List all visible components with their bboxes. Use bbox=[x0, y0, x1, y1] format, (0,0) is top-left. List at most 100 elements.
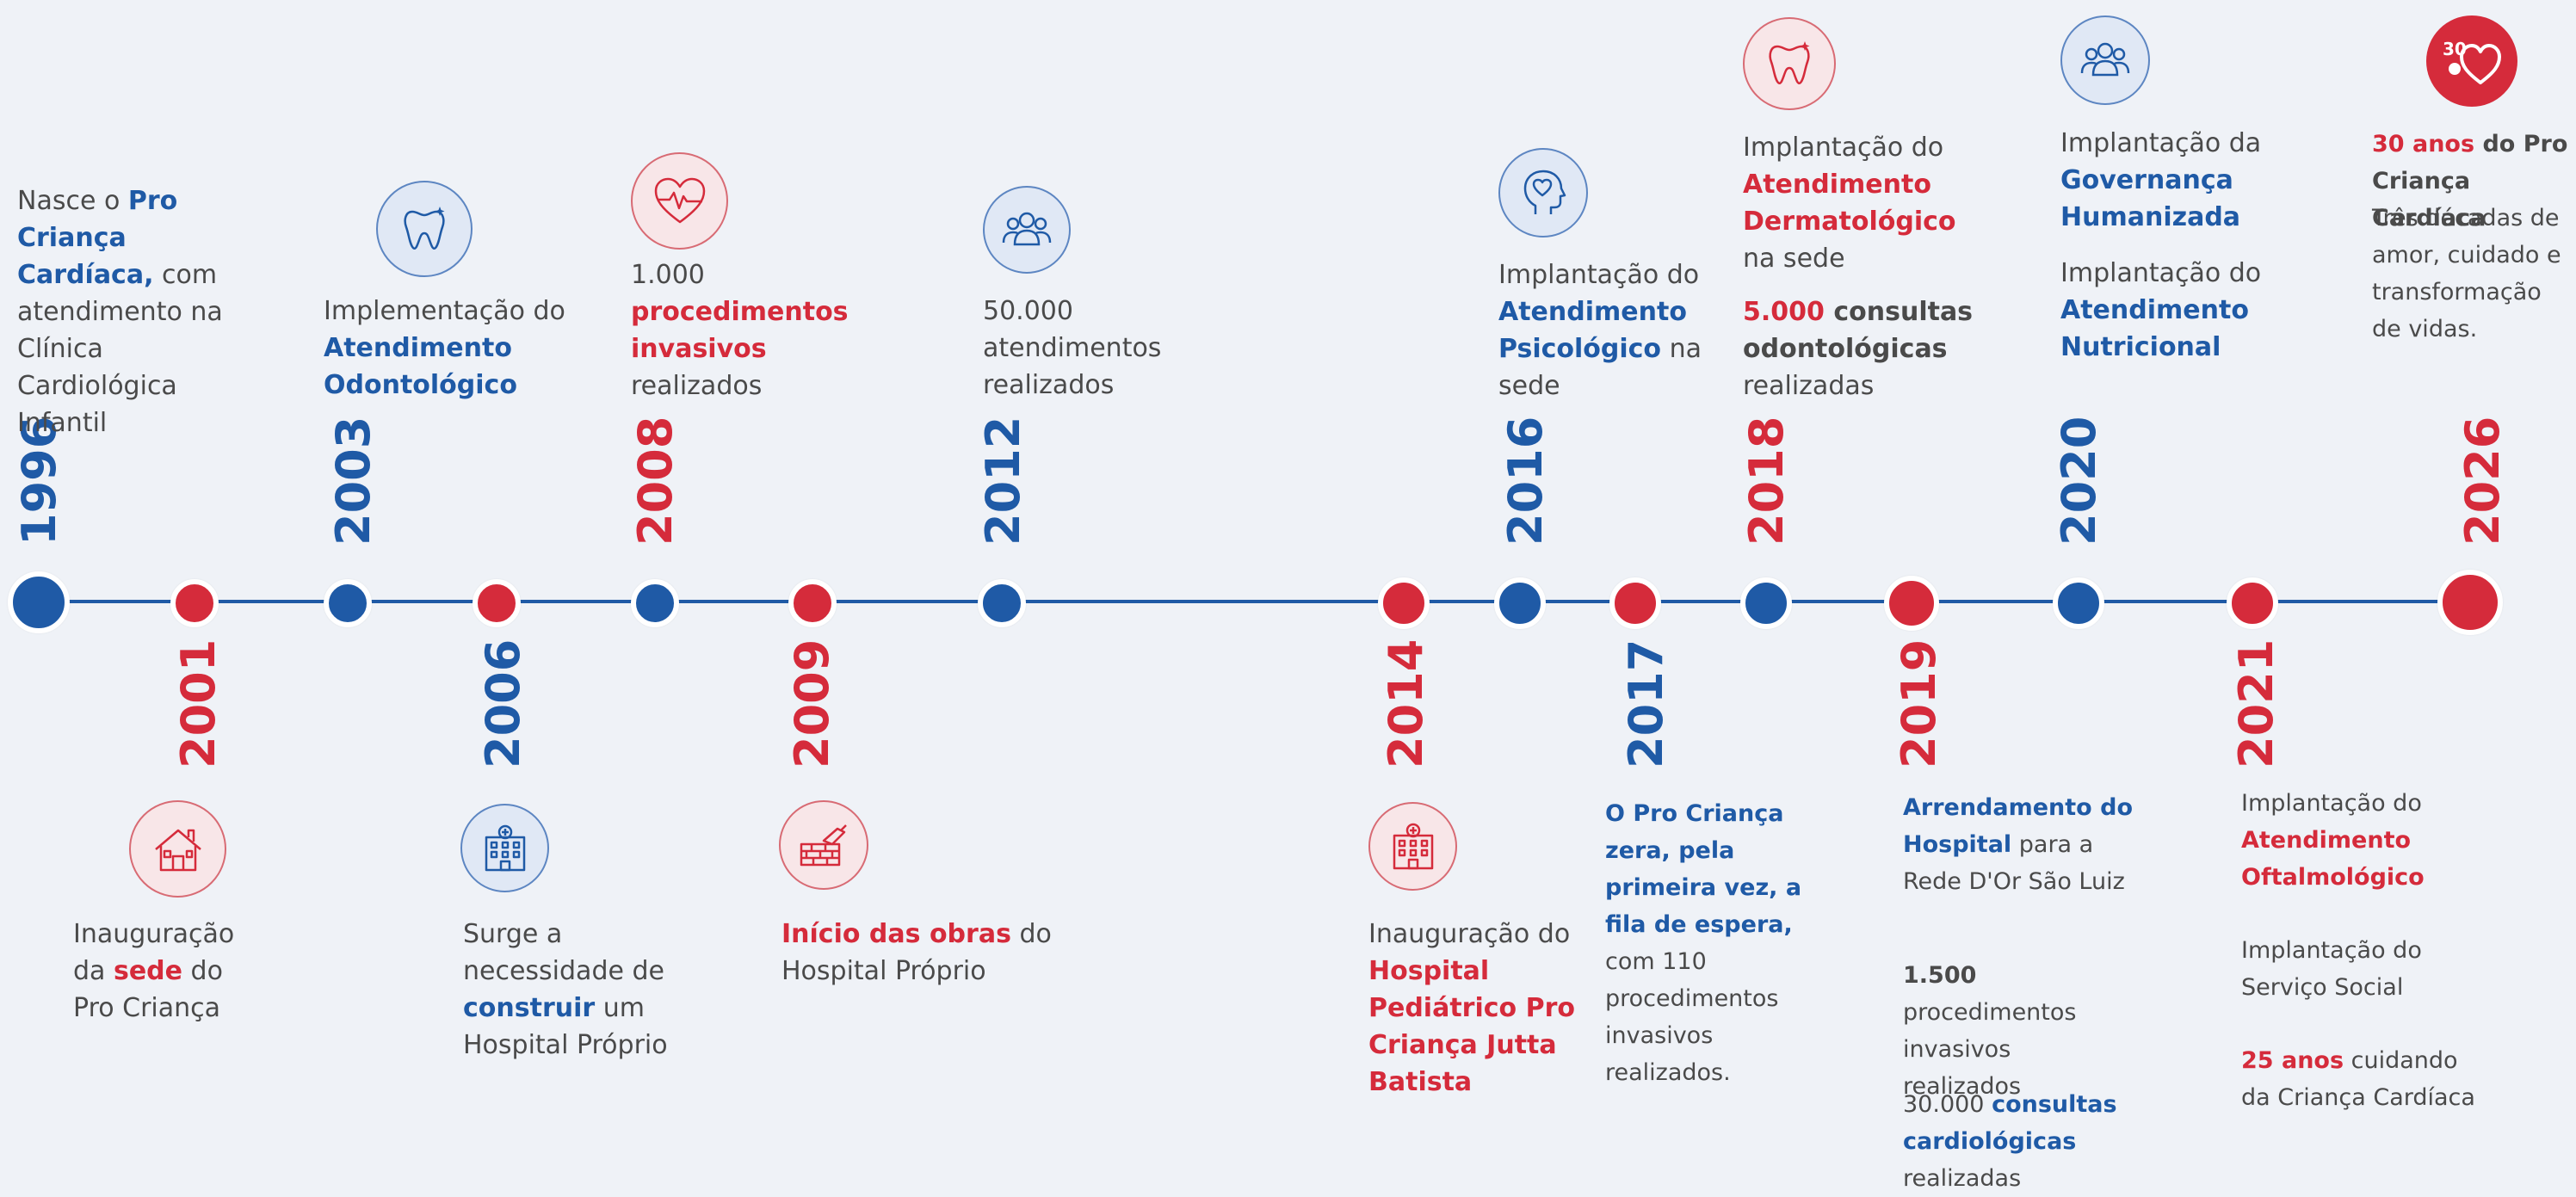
text-segment: com 110 procedimentos invasivos realizad… bbox=[1605, 948, 1779, 1086]
text-segment: do Hospital Próprio bbox=[781, 919, 1052, 986]
text-segment: 50.000 atendimentos realizados bbox=[983, 296, 1162, 400]
text-segment: Atendimento Psicológico bbox=[1498, 297, 1687, 364]
year-label-2009: 2009 bbox=[785, 639, 839, 768]
timeline-dot-2020 bbox=[2053, 577, 2104, 629]
hospital-building-icon bbox=[460, 804, 549, 892]
event-text-2019-b: 1.500 procedimentos invasivos realizados bbox=[1903, 957, 2135, 1105]
event-text-2018: Implantação do Atendimento Dermatológico… bbox=[1743, 129, 1992, 277]
event-text-2012: 50.000 atendimentos realizados bbox=[983, 293, 1198, 404]
timeline-dot-2012 bbox=[978, 579, 1026, 627]
year-label-2016: 2016 bbox=[1498, 416, 1553, 546]
text-segment: realizadas bbox=[1743, 371, 1875, 401]
text-segment: realizados bbox=[631, 371, 763, 401]
text-segment: Implantação da bbox=[2060, 128, 2262, 158]
event-text-2008: 1.000 procedimentos invasivos realizados bbox=[631, 256, 855, 404]
timeline-dot-2009 bbox=[788, 579, 837, 627]
event-text-2021: Implantação do Atendimento Oftalmológico bbox=[2241, 785, 2482, 896]
anniversary-logo-icon: 30 bbox=[2426, 15, 2517, 107]
event-text-2016: Implantação do Atendimento Psicológico n… bbox=[1498, 256, 1722, 404]
year-label-2020: 2020 bbox=[2052, 416, 2106, 546]
text-segment: Nasce o bbox=[17, 186, 128, 216]
text-segment: Implantação do bbox=[1498, 260, 1700, 290]
timeline-dot-2026 bbox=[2437, 570, 2503, 635]
svg-text:30: 30 bbox=[2443, 39, 2467, 59]
text-segment: 5.000 bbox=[1743, 297, 1825, 327]
text-segment: um Hospital Próprio bbox=[463, 993, 668, 1060]
text-segment: consultas odontológicas bbox=[1743, 297, 1974, 364]
timeline-dot-2008 bbox=[631, 579, 679, 627]
head-heart-icon bbox=[1498, 148, 1588, 238]
text-segment: Implantação do bbox=[1743, 133, 1944, 163]
text-segment: Pro Criança Cardíaca, bbox=[17, 186, 178, 290]
event-text-2017: O Pro Criança zera, pela primeira vez, a… bbox=[1605, 795, 1838, 1091]
event-text-2026-b: Três décadas de amor, cuidado e transfor… bbox=[2372, 200, 2570, 348]
year-label-2026: 2026 bbox=[2456, 416, 2510, 546]
event-text-2014: Inauguração do Hospital Pediátrico Pro C… bbox=[1368, 916, 1575, 1101]
text-segment: Início das obras bbox=[781, 919, 1011, 949]
event-text-2019-c: 30.000 consultas cardiológicas realizada… bbox=[1903, 1086, 2135, 1197]
year-label-2003: 2003 bbox=[326, 416, 380, 546]
text-segment: Governança Humanizada bbox=[2060, 165, 2241, 232]
brick-trowel-icon bbox=[779, 800, 868, 890]
event-text-2001: Inauguração da sede do Pro Criança bbox=[73, 916, 271, 1027]
timeline-dot-2017 bbox=[1609, 577, 1661, 629]
people-group-icon bbox=[2060, 15, 2150, 105]
event-text-2020: Implantação da Governança Humanizada bbox=[2060, 125, 2319, 236]
text-segment: do Pro Criança bbox=[73, 956, 223, 1023]
year-label-2006: 2006 bbox=[476, 639, 530, 768]
text-segment: Implantação do Serviço Social bbox=[2241, 937, 2422, 1001]
text-segment: cuidando da Criança Cardíaca bbox=[2241, 1047, 2475, 1111]
hospital-building-icon bbox=[1368, 802, 1457, 891]
event-text-2020-b: Implantação do Atendimento Nutricional bbox=[2060, 255, 2319, 366]
text-segment: na sede bbox=[1743, 244, 1845, 274]
year-label-2021: 2021 bbox=[2229, 639, 2283, 768]
text-segment: Atendimento Dermatológico bbox=[1743, 170, 1956, 237]
year-label-2017: 2017 bbox=[1619, 639, 1673, 768]
event-text-2021-b: Implantação do Serviço Social bbox=[2241, 932, 2482, 1006]
text-segment: 30.000 bbox=[1903, 1091, 1992, 1118]
event-text-2026: 30 anos do Pro Criança Cardíaca bbox=[2372, 126, 2574, 237]
text-segment: Arrendamento do Hospital bbox=[1903, 794, 2134, 858]
text-segment: Implantação do bbox=[2241, 790, 2422, 817]
text-segment: O Pro Criança zera, pela primeira vez, a… bbox=[1605, 800, 1802, 938]
text-segment: 30 anos bbox=[2372, 131, 2475, 157]
text-segment: procedimentos invasivos realizados bbox=[1903, 999, 2077, 1100]
year-label-2012: 2012 bbox=[976, 416, 1030, 546]
text-segment: Implantação do bbox=[2060, 258, 2262, 288]
text-segment: Pro Criança Cardíaca bbox=[2372, 131, 2568, 231]
text-segment: Hospital Pediátrico Pro Criança Jutta Ba… bbox=[1368, 956, 1575, 1097]
text-segment: Três décadas de amor, cuidado e transfor… bbox=[2372, 205, 2561, 342]
text-segment: Atendimento Nutricional bbox=[2060, 295, 2249, 362]
text-segment: 1.000 bbox=[631, 260, 705, 290]
text-segment: com atendimento na Clínica Cardiológica … bbox=[17, 260, 223, 438]
year-label-2001: 2001 bbox=[171, 639, 225, 768]
timeline-dot-2016 bbox=[1494, 577, 1546, 629]
tooth-icon bbox=[1743, 17, 1836, 110]
timeline-dot-2021 bbox=[2227, 577, 2278, 629]
timeline-dot-2006 bbox=[473, 579, 521, 627]
year-label-2014: 2014 bbox=[1379, 639, 1433, 768]
text-segment: Implementação do bbox=[324, 296, 565, 326]
event-text-2019: Arrendamento do Hospital para a Rede D'O… bbox=[1903, 789, 2135, 900]
event-text-2003: Implementação do Atendimento Odontológic… bbox=[324, 293, 582, 404]
event-text-1996: Nasce o Pro Criança Cardíaca, com atendi… bbox=[17, 182, 267, 441]
heart-pulse-icon bbox=[631, 152, 728, 250]
year-label-2008: 2008 bbox=[628, 416, 683, 546]
text-segment: procedimentos invasivos bbox=[631, 297, 849, 364]
text-segment: sede bbox=[113, 956, 182, 986]
year-label-2019: 2019 bbox=[1892, 639, 1946, 768]
event-text-2009: Início das obras do Hospital Próprio bbox=[781, 916, 1057, 990]
event-text-2018-b: 5.000 consultas odontológicas realizadas bbox=[1743, 293, 1992, 404]
event-text-2021-c: 25 anos cuidando da Criança Cardíaca bbox=[2241, 1042, 2491, 1116]
text-segment: Atendimento Oftalmológico bbox=[2241, 827, 2425, 891]
tooth-icon bbox=[376, 181, 473, 277]
timeline-dot-2019 bbox=[1884, 576, 1939, 631]
text-segment: para a Rede D'Or São Luiz bbox=[1903, 831, 2125, 895]
timeline-dot-2001 bbox=[170, 579, 219, 627]
year-label-2018: 2018 bbox=[1739, 416, 1794, 546]
people-group-icon bbox=[983, 186, 1071, 274]
house-icon bbox=[129, 800, 226, 898]
text-segment: 1.500 bbox=[1903, 962, 1977, 989]
timeline-dot-2018 bbox=[1740, 577, 1792, 629]
